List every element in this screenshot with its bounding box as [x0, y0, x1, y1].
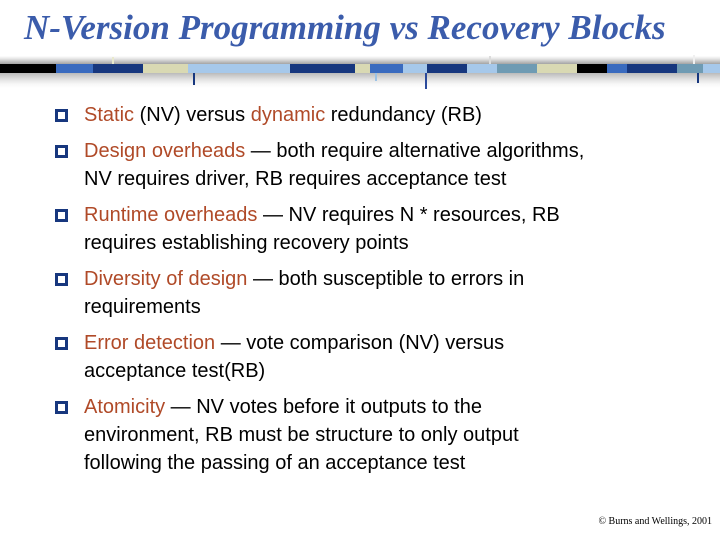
divider-stripe: [0, 64, 720, 73]
stripe-segment: [577, 64, 607, 73]
stripe-tick: [375, 73, 377, 81]
stripe-segment: [467, 64, 497, 73]
bullet-item: Runtime overheads — NV requires N * reso…: [40, 201, 696, 257]
bullet-body-text: — both require alternative algorithms, N…: [84, 140, 585, 190]
stripe-tick: [425, 73, 427, 89]
stripe-segment: [93, 64, 143, 73]
stripe-tick: [193, 73, 195, 85]
bullet-lead-text: dynamic: [250, 104, 326, 126]
slide-title: N-Version Programming vs Recovery Blocks: [24, 8, 666, 47]
bullet-item: Static (NV) versus dynamic redundancy (R…: [40, 101, 696, 129]
copyright-text: © Burns and Wellings, 2001: [598, 516, 712, 527]
bullet-item: Atomicity — NV votes before it outputs t…: [40, 393, 696, 477]
stripe-tick: [112, 57, 114, 64]
bullet-list-container: Static (NV) versus dynamic redundancy (R…: [40, 101, 696, 485]
bullet-lead-text: Atomicity: [84, 396, 166, 418]
bullet-square-icon: [55, 209, 68, 222]
stripe-segment: [188, 64, 290, 73]
stripe-segment: [370, 64, 403, 73]
divider-band: [0, 55, 720, 89]
stripe-segment: [290, 64, 355, 73]
bullet-list: Static (NV) versus dynamic redundancy (R…: [40, 101, 696, 477]
bullet-body-text: — NV requires N * resources, RB requires…: [84, 204, 560, 254]
stripe-segment: [627, 64, 677, 73]
stripe-segment: [355, 64, 370, 73]
bullet-item: Error detection — vote comparison (NV) v…: [40, 329, 696, 385]
bullet-lead-text: Error detection: [84, 332, 216, 354]
bullet-square-icon: [55, 109, 68, 122]
bullet-square-icon: [55, 401, 68, 414]
stripe-tick: [489, 56, 491, 64]
bullet-body-text: (NV) versus: [134, 104, 251, 126]
stripe-segment: [607, 64, 627, 73]
stripe-segment: [677, 64, 703, 73]
bullet-lead-text: Design overheads: [84, 140, 246, 162]
stripe-tick: [697, 73, 699, 83]
bullet-lead-text: Runtime overheads: [84, 204, 258, 226]
bullet-item: Diversity of design — both susceptible t…: [40, 265, 696, 321]
bullet-square-icon: [55, 273, 68, 286]
bullet-body-text: — NV votes before it outputs to the envi…: [84, 396, 519, 474]
bullet-lead-text: Static: [84, 104, 135, 126]
stripe-segment: [703, 64, 720, 73]
stripe-segment: [403, 64, 427, 73]
stripe-segment: [143, 64, 188, 73]
bullet-lead-text: Diversity of design: [84, 268, 248, 290]
bullet-square-icon: [55, 337, 68, 350]
bullet-body-text: — both susceptible to errors in requirem…: [84, 268, 525, 318]
stripe-segment: [56, 64, 93, 73]
stripe-segment: [497, 64, 537, 73]
stripe-segment: [0, 64, 56, 73]
stripe-tick: [693, 55, 695, 64]
stripe-segment: [537, 64, 577, 73]
bullet-square-icon: [55, 145, 68, 158]
bullet-body-text: — vote comparison (NV) versus acceptance…: [84, 332, 505, 382]
bullet-body-text: redundancy (RB): [325, 104, 482, 126]
bullet-item: Design overheads — both require alternat…: [40, 137, 696, 193]
stripe-segment: [427, 64, 467, 73]
